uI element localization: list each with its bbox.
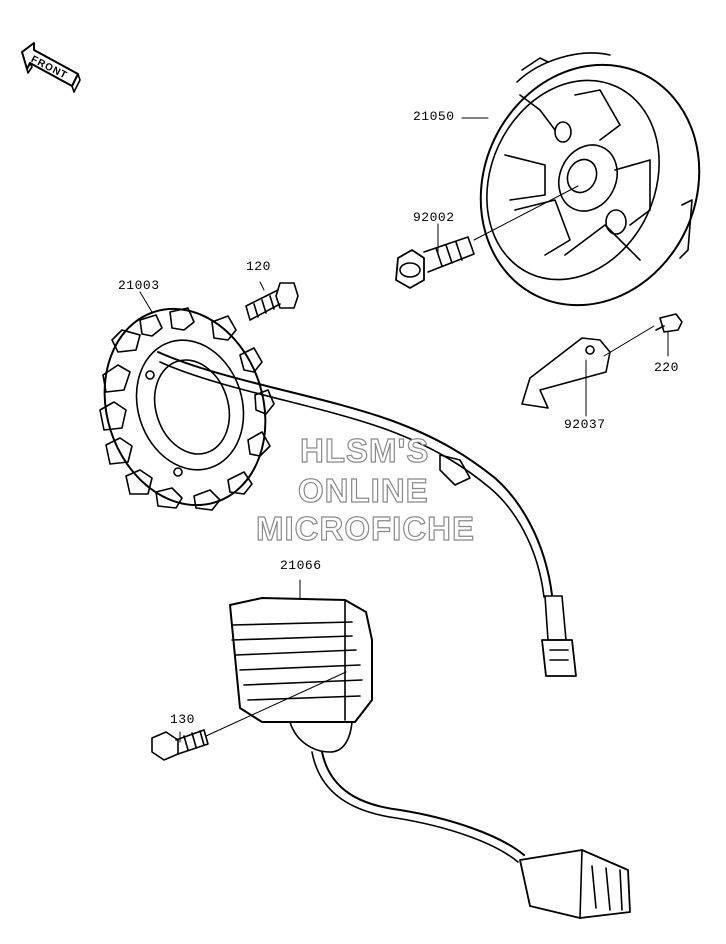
part-number-flywheel[interactable]: 21050 <box>413 109 455 124</box>
flywheel-rotor <box>479 52 701 307</box>
leader-lines <box>139 117 669 743</box>
part-number-bracket-bolt[interactable]: 220 <box>654 360 679 375</box>
part-number-stator[interactable]: 21003 <box>118 278 160 293</box>
stator-wiring <box>157 351 577 677</box>
watermark-line-3: MICROFICHE <box>255 509 475 547</box>
part-number-flywheel-bolt[interactable]: 92002 <box>413 210 455 225</box>
part-number-stator-bolt[interactable]: 120 <box>246 259 271 274</box>
part-number-regulator-bolt[interactable]: 130 <box>170 712 195 727</box>
regulator-rectifier <box>229 597 631 919</box>
stator-coil <box>99 307 275 511</box>
bracket-bolt <box>655 313 683 333</box>
stator-bolt <box>245 282 299 321</box>
part-number-regulator[interactable]: 21066 <box>280 558 322 573</box>
watermark-line-1: HLSM'S <box>299 431 430 469</box>
bracket <box>521 337 611 409</box>
part-number-bracket[interactable]: 92037 <box>564 417 606 432</box>
front-arrow-icon <box>21 42 81 93</box>
watermark-line-2: ONLINE <box>297 471 429 509</box>
flywheel-bolt <box>395 236 475 289</box>
regulator-bolt <box>151 729 209 761</box>
